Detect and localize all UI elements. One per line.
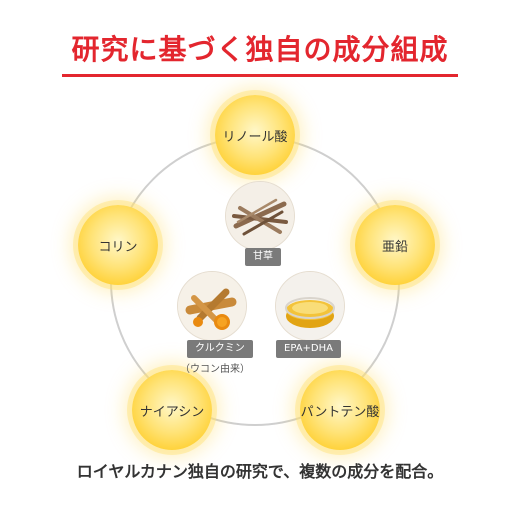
curcumin-tag: クルクミン: [187, 340, 253, 358]
orb-linoleic-acid: リノール酸: [215, 95, 295, 175]
licorice-tag: 甘草: [245, 248, 281, 266]
orb-label: リノール酸: [222, 129, 288, 145]
page-title: 研究に基づく独自の成分組成: [71, 33, 449, 66]
turmeric-root-icon: [178, 272, 246, 340]
epa-dha-tag: EPA+DHA: [276, 340, 341, 358]
orb-label: 亜鉛: [381, 239, 408, 255]
orb-label: パントテン酸: [300, 404, 380, 420]
orb-zinc: 亜鉛: [355, 205, 435, 285]
orb-choline: コリン: [78, 205, 158, 285]
orb-label: ナイアシン: [139, 404, 205, 420]
turmeric-image: [178, 272, 246, 340]
orb-niacin: ナイアシン: [132, 370, 212, 450]
orb-pantothenic-acid: パントテン酸: [300, 370, 380, 450]
footer-caption: ロイヤルカナン独自の研究で、複数の成分を配合。: [76, 462, 444, 481]
oil-image: [276, 272, 344, 340]
oil-bowl-icon: [276, 272, 344, 340]
licorice-root-icon: [226, 182, 294, 250]
orb-label: コリン: [98, 239, 138, 255]
licorice-image: [226, 182, 294, 250]
curcumin-source-note: （ウコン由来）: [180, 364, 250, 375]
title-underline: [62, 74, 458, 77]
